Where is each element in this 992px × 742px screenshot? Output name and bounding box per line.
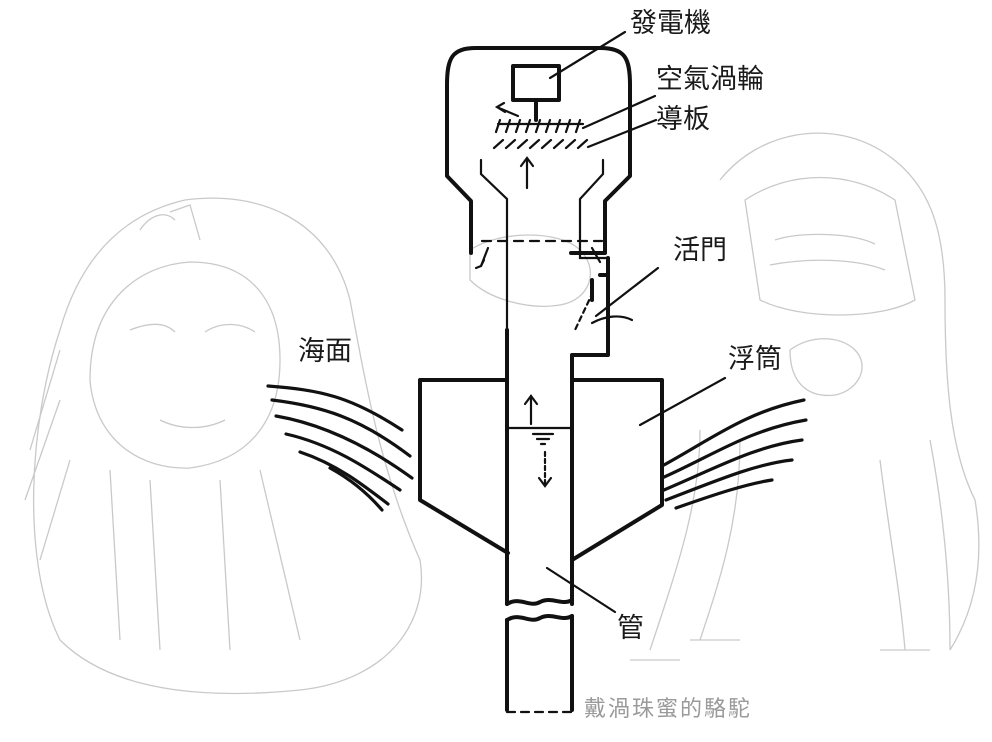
- float-body: [418, 378, 664, 562]
- funnel-right: [578, 158, 610, 260]
- lower-pipe: [505, 614, 574, 712]
- funnel-left: [479, 158, 509, 332]
- generator-box: [511, 64, 561, 102]
- leader-pipe: [545, 566, 617, 614]
- leader-valve: [594, 266, 660, 318]
- label-guide-plate: 導板: [656, 104, 710, 135]
- turbine-chamber-outline: [445, 46, 632, 255]
- valve-box: [590, 273, 610, 302]
- outflow-arrow-right: [590, 246, 602, 264]
- label-valve: 活門: [673, 235, 727, 266]
- sea-waves-left: [266, 384, 414, 512]
- label-generator: 發電機: [630, 8, 711, 39]
- leader-turbine: [581, 94, 657, 130]
- label-air-turbine: 空氣渦輪: [656, 64, 764, 95]
- leader-float: [638, 376, 727, 427]
- turbine-blades: [494, 118, 585, 134]
- pipe-break-top: [505, 598, 574, 606]
- label-pipe: 管: [617, 613, 644, 644]
- leader-guide-plate: [586, 118, 658, 149]
- valve-flap: [573, 290, 595, 332]
- leader-generator: [548, 30, 627, 80]
- guide-plate-vanes: [492, 138, 589, 150]
- pipe-break-bottom: [505, 614, 574, 622]
- valve-curve: [590, 315, 634, 325]
- pharaoh-sketch: [24, 197, 422, 695]
- label-float: 浮筒: [728, 344, 782, 375]
- camel-sketch: [469, 132, 980, 661]
- water-level-mark: [531, 432, 555, 446]
- label-sea-surface: 海面: [298, 336, 352, 367]
- sea-waves-right: [660, 398, 808, 510]
- watermark-text: 戴渦珠蜜的駱駝: [584, 697, 752, 722]
